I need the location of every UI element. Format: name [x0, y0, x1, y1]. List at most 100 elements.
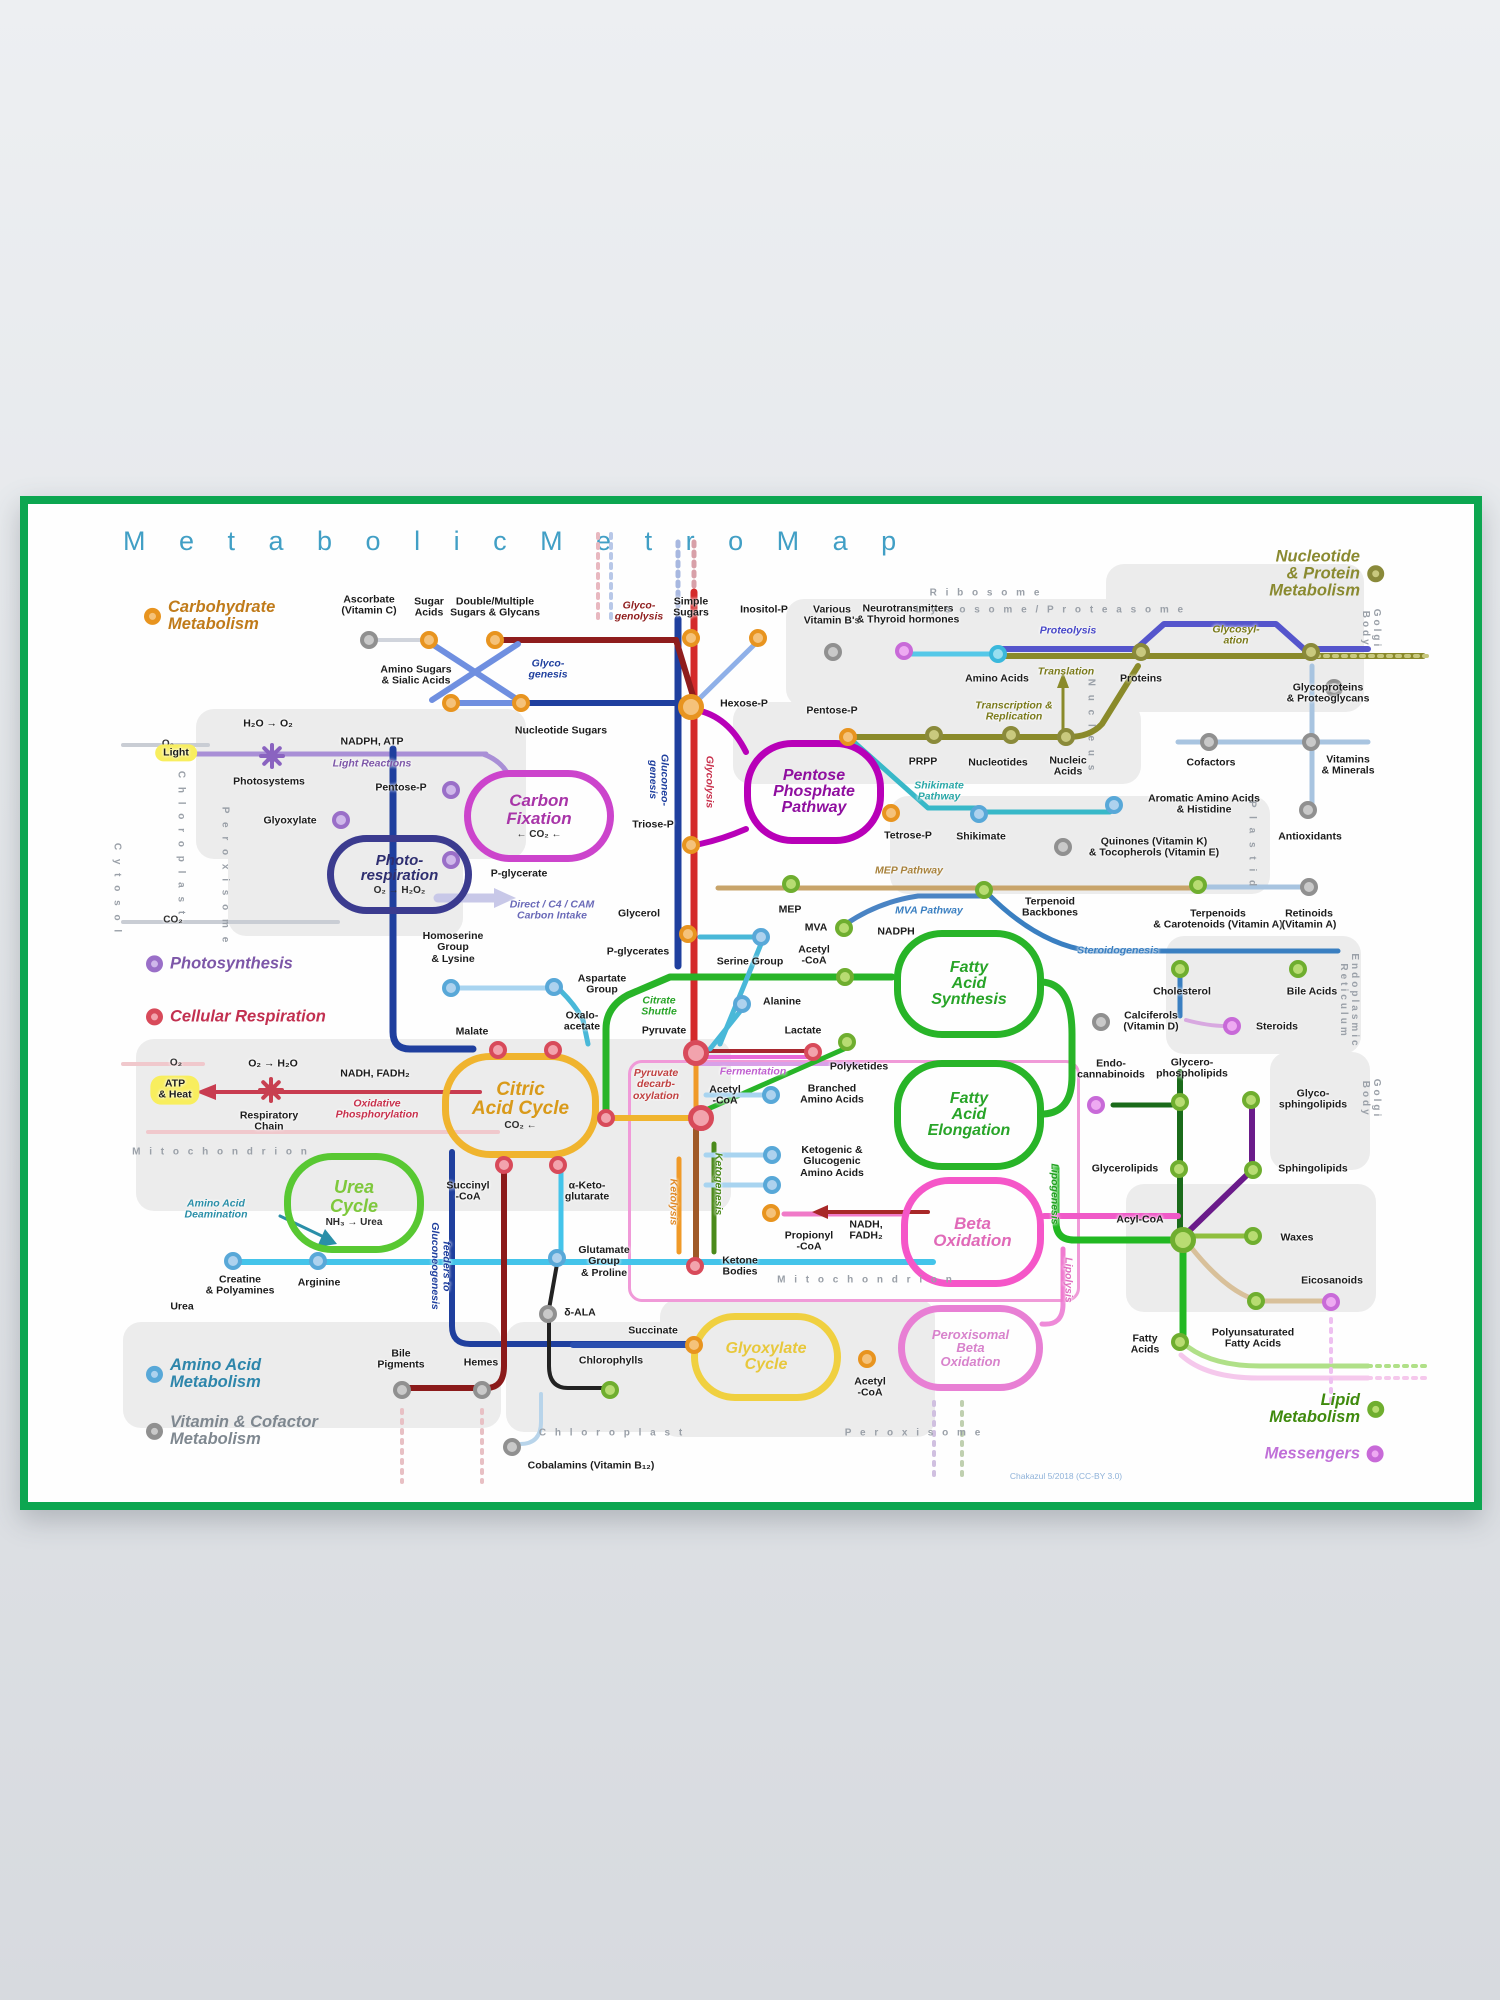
legend-dot: [1367, 1445, 1384, 1463]
legend-item: Vitamin & Cofactor Metabolism: [146, 1413, 318, 1448]
legend-item: Cellular Respiration: [146, 1008, 326, 1026]
map-label: feeders to Gluconeogenesis: [429, 1222, 453, 1310]
station-dot: [1300, 878, 1318, 896]
map-label: Pentose-P: [375, 781, 427, 794]
map-label: Neurotransmitters & Thyroid hormones: [856, 602, 960, 626]
pathway-loop: Carbon Fixation← CO₂ ←: [464, 770, 614, 862]
pathway-loop-label: Fatty Acid Synthesis: [931, 958, 1007, 1009]
pathway-loop-annotation: NH₃ → Urea: [325, 1216, 383, 1228]
map-label: P l a s t i d: [1246, 800, 1258, 890]
map-label: Glyco- genolysis: [614, 599, 664, 623]
station-dot: [1189, 876, 1207, 894]
map-label: R i b o s o m e: [929, 587, 1043, 599]
station-dot: [442, 781, 460, 799]
station-dot: [763, 1176, 781, 1194]
map-label: CO₂: [163, 914, 183, 926]
pathway-loop: Glyoxylate Cycle: [691, 1313, 841, 1401]
station-dot: [1299, 801, 1317, 819]
map-label: Glyoxylate: [263, 814, 317, 827]
respiratory-chain-gear: [272, 1091, 281, 1100]
metro-line: [429, 641, 521, 703]
station-dot: [752, 928, 770, 946]
station-dot: [835, 919, 853, 937]
map-label: C h l o r o p l a s t: [175, 770, 187, 918]
map-label: Proteolysis: [1039, 624, 1097, 637]
map-label: Respiratory Chain: [239, 1109, 299, 1133]
map-label: Direct / C4 / CAM Carbon Intake: [509, 898, 595, 922]
station-dot: [601, 1381, 619, 1399]
map-label: Simple Sugars: [673, 595, 709, 619]
map-label: Branched Amino Acids: [800, 1082, 864, 1106]
map-label: Tetrose-P: [884, 829, 932, 842]
arrowhead: [1057, 672, 1069, 688]
pathway-loop-label: Carbon Fixation: [506, 791, 572, 828]
map-label: N u c l e u s: [1085, 678, 1097, 774]
station-dot: [1170, 1227, 1196, 1253]
map-label: M i t o c h o n d r i o n: [132, 1146, 310, 1158]
map-label: α-Keto- glutarate: [564, 1179, 610, 1203]
metro-line: [518, 1392, 543, 1446]
map-label: Oxidative Phosphorylation: [335, 1097, 419, 1121]
map-label: Hexose-P: [720, 697, 768, 710]
map-label: Transcription & Replication: [975, 699, 1053, 723]
legend-label: Photosynthesis: [170, 954, 293, 973]
map-label: Amino Sugars & Sialic Acids: [380, 663, 452, 687]
metro-line: [449, 1149, 691, 1347]
station-dot: [1247, 1292, 1265, 1310]
map-label: Glycerol: [617, 907, 661, 920]
map-label: Light: [157, 746, 195, 760]
station-dot: [1244, 1161, 1262, 1179]
metro-line: [707, 1006, 745, 1052]
map-label: Double/Multiple Sugars & Glycans: [450, 595, 540, 619]
map-label: Glyco- sphingolipids: [1278, 1087, 1348, 1111]
station-dot: [1132, 643, 1150, 661]
station-dot: [686, 1257, 704, 1275]
map-label: Inositol-P: [740, 603, 788, 616]
station-dot: [683, 1040, 709, 1066]
map-label: Triose-P: [632, 818, 674, 831]
pathway-loop-label: Beta Oxidation: [933, 1213, 1012, 1250]
map-label: Bile Acids: [1286, 985, 1338, 998]
map-label: Pyruvate decarb- oxylation: [632, 1067, 680, 1102]
map-label: Creatine & Polyamines: [205, 1273, 275, 1297]
legend-dot: [1367, 1400, 1384, 1418]
map-label: Citrate Shuttle: [641, 994, 677, 1018]
station-dot: [682, 629, 700, 647]
station-dot: [970, 805, 988, 823]
map-label: Hemes: [463, 1356, 499, 1369]
metro-line: [1184, 1018, 1228, 1028]
arrowhead: [494, 888, 516, 908]
legend-dot: [146, 955, 163, 973]
respiratory-chain-gear: [261, 1080, 270, 1089]
metro-line: [697, 826, 749, 847]
station-dot: [762, 1204, 780, 1222]
station-dot: [1087, 1096, 1105, 1114]
map-label: Ketone Bodies: [722, 1254, 758, 1278]
map-label: NADH, FADH₂: [849, 1218, 883, 1242]
pathway-loop-label: Glyoxylate Cycle: [725, 1339, 807, 1373]
map-label: Quinones (Vitamin K) & Tocopherols (Vita…: [1088, 835, 1220, 859]
station-dot: [1289, 960, 1307, 978]
station-dot: [824, 643, 842, 661]
credit-line: Chakazul 5/2018 (CC-BY 3.0): [1009, 1471, 1123, 1481]
map-label: Acetyl -CoA: [709, 1083, 741, 1107]
map-label: P e r o x i s o m e: [844, 1427, 984, 1439]
legend-item: Photosynthesis: [146, 954, 293, 973]
pathway-loop-label: Peroxisomal Beta Oxidation: [931, 1327, 1010, 1369]
map-label: Amino Acids: [965, 672, 1029, 685]
poster-title: M e t a b o l i c M e t r o M a p: [123, 526, 910, 556]
station-dot: [1171, 1333, 1189, 1351]
metro-line: [843, 893, 983, 927]
map-label: Aromatic Amino Acids & Histidine: [1148, 792, 1260, 816]
legend-dot: [1367, 565, 1384, 583]
map-label: P-glycerate: [490, 867, 548, 880]
map-label: Pyruvate: [641, 1024, 687, 1037]
map-label: Sugar Acids: [414, 595, 444, 619]
legend-label: Carbohydrate Metabolism: [168, 597, 276, 633]
map-label: Fatty Acids: [1130, 1332, 1160, 1356]
metro-line: [673, 637, 696, 699]
map-label: O₂ → H₂O: [248, 1057, 298, 1070]
map-label: Eicosanoids: [1301, 1274, 1363, 1287]
station-dot: [1057, 728, 1075, 746]
map-label: Nucleotide Sugars: [514, 724, 608, 737]
